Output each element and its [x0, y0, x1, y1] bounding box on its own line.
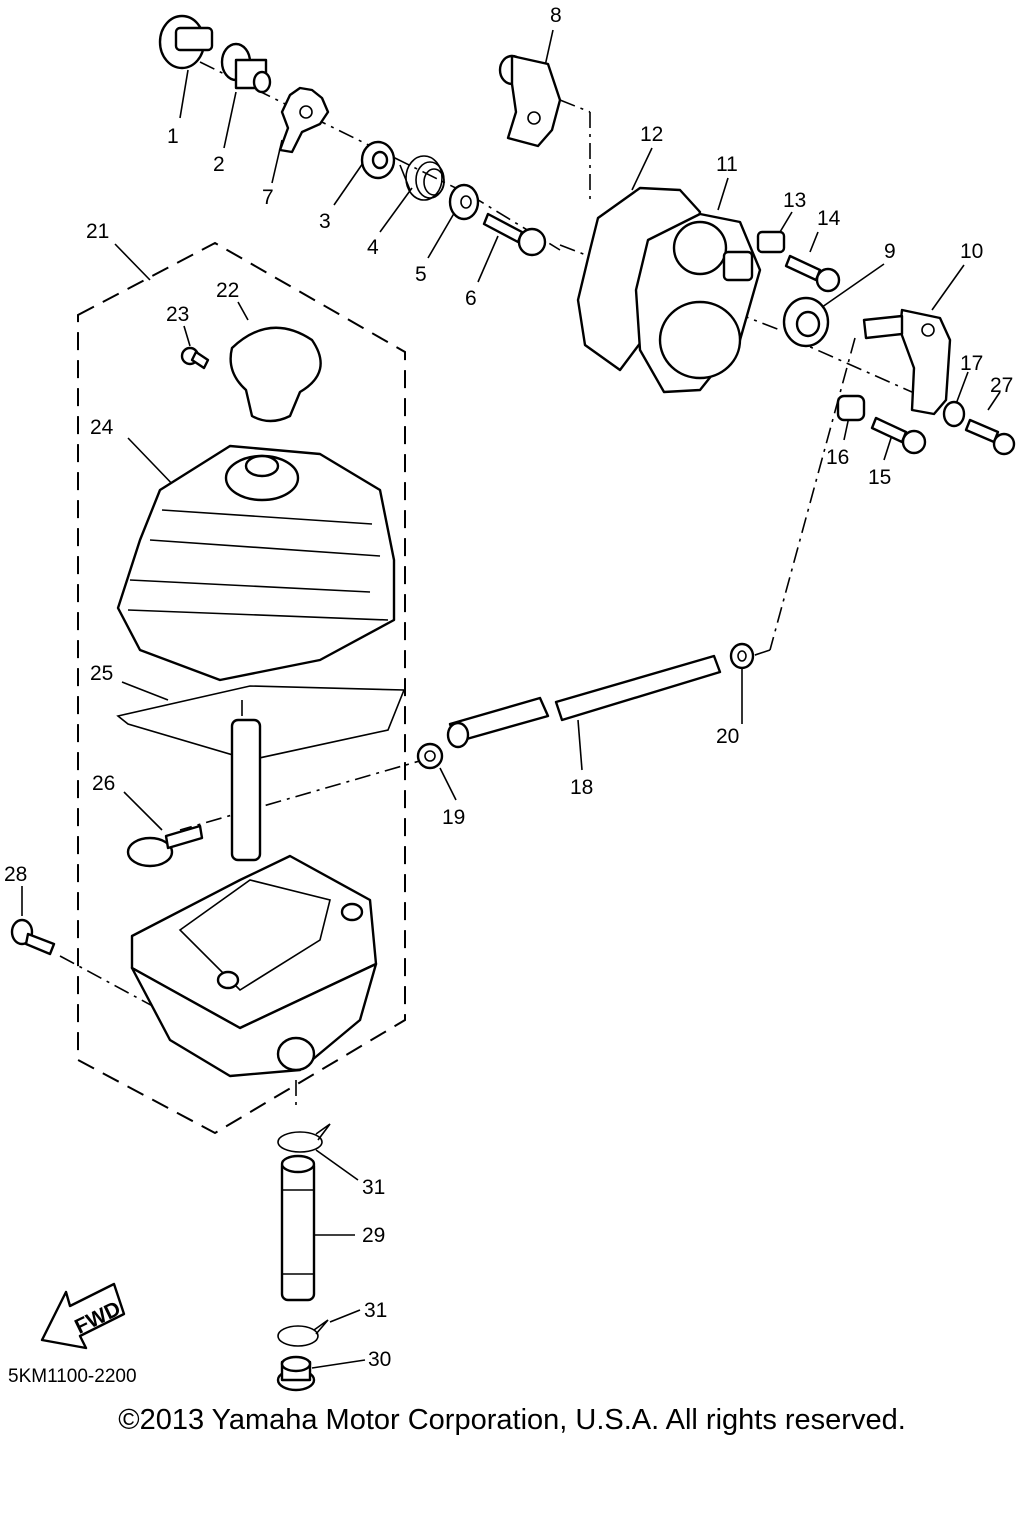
part-8-shift-segment [498, 54, 562, 148]
part-24-boot [116, 444, 396, 682]
part-number-label: 22 [216, 279, 239, 302]
part-number-label: 19 [442, 806, 465, 829]
part-14-bolt [784, 254, 841, 293]
copyright-notice: ©2013 Yamaha Motor Corporation, U.S.A. A… [118, 1404, 906, 1436]
part-10-shift-arm [862, 308, 952, 416]
part-number-label: 17 [960, 352, 983, 375]
part-28-bolt [10, 918, 56, 956]
part-13-pin [756, 230, 786, 254]
part-15-bolt [870, 416, 927, 455]
part-number-label: 5 [415, 263, 427, 286]
part-number-label: 27 [990, 374, 1013, 397]
part-number-label: 10 [960, 240, 983, 263]
part-25-wire-clip [116, 685, 406, 761]
part-17-washer [942, 400, 966, 428]
exploded-view-diagram: FWD 1 2 3 4 5 6 7 8 9 10 11 12 13 14 15 … [4, 4, 1016, 1392]
part-number-label: 26 [92, 772, 115, 795]
part-number-label: 13 [783, 189, 806, 212]
part-31-circlip-upper [277, 1123, 331, 1153]
part-number-label: 12 [640, 123, 663, 146]
part-number-label: 16 [826, 446, 849, 469]
part-11-housing-cover [634, 212, 762, 394]
part-number-label: 6 [465, 287, 477, 310]
part-number-label: 15 [868, 466, 891, 489]
part-number-label: 11 [716, 153, 738, 176]
part-number-label: 29 [362, 1224, 385, 1247]
part-9-oil-seal [782, 296, 830, 348]
part-7-stopper-gear [278, 86, 330, 154]
part-number-label: 23 [166, 303, 189, 326]
part-31-circlip-lower [277, 1319, 329, 1347]
part-number-label: 2 [213, 153, 225, 176]
part-1-drum-segment [158, 14, 214, 70]
part-number-label: 21 [86, 220, 109, 243]
part-16-collar [836, 394, 866, 422]
part-27-bolt [964, 418, 1016, 456]
part-number-label: 30 [368, 1348, 391, 1371]
part-5-washer [448, 183, 480, 221]
assembly-boundary [77, 241, 406, 1135]
part-18-shift-shaft [446, 654, 722, 749]
part-number-label: 31 [364, 1299, 387, 1322]
fwd-direction-arrow: FWD [40, 1282, 126, 1350]
drawing-code: 5KM1100-2200 [8, 1366, 137, 1387]
part-number-label: 1 [167, 125, 179, 148]
part-number-label: 4 [367, 236, 379, 259]
part-26-bolt [126, 824, 204, 868]
part-20-nut [729, 642, 755, 670]
part-number-label: 28 [4, 863, 27, 886]
part-number-label: 18 [570, 776, 593, 799]
part-19-nut [416, 742, 444, 770]
part-22-knob [229, 326, 322, 423]
part-30-bushing [276, 1355, 316, 1392]
part-4-spring [399, 155, 445, 201]
part-23-screw [180, 346, 210, 370]
part-2-collar [220, 42, 272, 94]
part-number-labels: 1 2 3 4 5 6 7 8 9 10 11 12 13 14 15 16 1… [4, 4, 1013, 1371]
part-number-label: 24 [90, 416, 114, 439]
part-3-washer [360, 140, 396, 180]
part-6-bolt [482, 212, 547, 257]
part-number-label: 9 [884, 240, 896, 263]
leader-lines [21, 29, 1001, 1369]
shift-gate-housing [130, 854, 378, 1078]
part-number-label: 14 [817, 207, 841, 230]
part-number-label: 7 [262, 186, 274, 209]
part-number-label: 20 [716, 725, 739, 748]
part-number-label: 8 [550, 4, 562, 27]
part-29-pipe [280, 1154, 316, 1302]
part-number-label: 25 [90, 662, 113, 685]
shift-rod [230, 718, 262, 862]
part-number-label: 31 [362, 1176, 385, 1199]
part-number-label: 3 [319, 210, 331, 233]
